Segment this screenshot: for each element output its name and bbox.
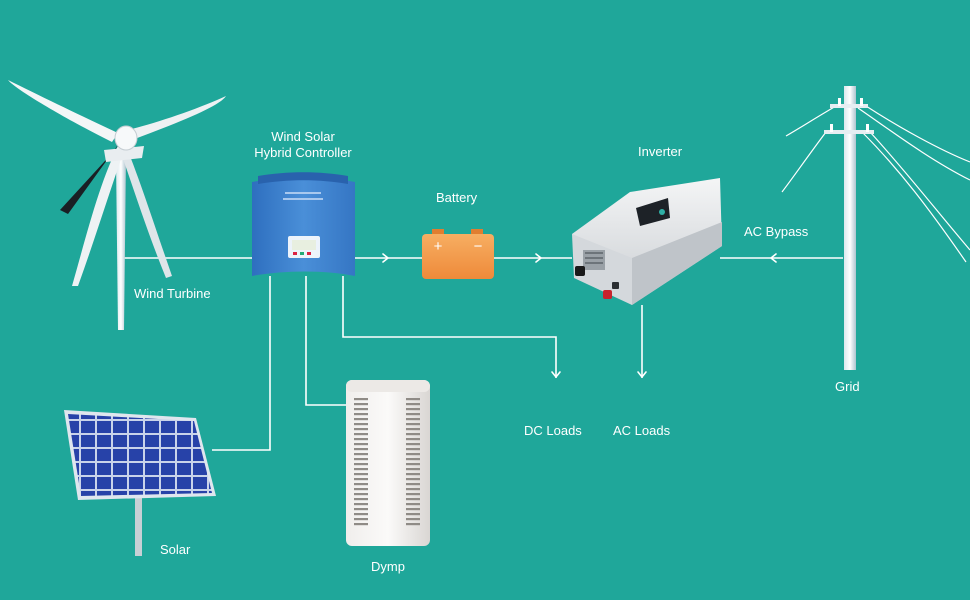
vent-slot (406, 418, 420, 421)
vent-slot (354, 473, 368, 476)
vent-slot (354, 438, 368, 441)
line-dc-loads (342, 276, 557, 378)
hybrid-controller-icon (252, 172, 355, 276)
dc-loads-label: DC Loads (524, 423, 582, 438)
dump-load-icon (346, 380, 430, 546)
flow-arrows (382, 253, 777, 379)
solar-label: Solar (160, 542, 191, 557)
arrow-right-2 (535, 253, 543, 263)
inverter-icon (572, 178, 722, 305)
grid-label: Grid (835, 379, 860, 394)
vent-slot (354, 498, 368, 501)
controller-label-line2: Hybrid Controller (254, 145, 352, 160)
grid-pole-icon (781, 86, 970, 370)
vent-slot (406, 423, 420, 426)
vent-slot (406, 433, 420, 436)
ac-bypass-label: AC Bypass (744, 224, 809, 239)
line-solar-controller (212, 276, 271, 451)
vent-slot (406, 463, 420, 466)
vent-slot (406, 523, 420, 526)
vent-slot (406, 398, 420, 401)
vent-slot (354, 413, 368, 416)
inverter-label: Inverter (638, 144, 683, 159)
vent-slot (406, 498, 420, 501)
battery-minus: − (474, 238, 483, 255)
vent-slot (406, 473, 420, 476)
vent-slot (354, 408, 368, 411)
wind-turbine-icon (8, 80, 226, 330)
vent-slot (406, 448, 420, 451)
vent-slot (354, 433, 368, 436)
vent-slot (354, 443, 368, 446)
connection-lines (122, 257, 843, 451)
vent-slot (354, 483, 368, 486)
vent-slot (354, 523, 368, 526)
vent-slot (406, 408, 420, 411)
vent-slot (406, 478, 420, 481)
vent-slot (354, 398, 368, 401)
line-dump-controller (305, 276, 356, 406)
vent-slot (406, 508, 420, 511)
solar-panel-icon (64, 410, 216, 556)
arrow-down-dc (551, 371, 561, 379)
vent-slot (406, 488, 420, 491)
vent-slot (406, 428, 420, 431)
vent-slot (354, 518, 368, 521)
vent-slot (406, 468, 420, 471)
battery-label: Battery (436, 190, 478, 205)
vent-slot (406, 403, 420, 406)
vent-slot (354, 403, 368, 406)
vent-slot (354, 488, 368, 491)
controller-label-line1: Wind Solar (271, 129, 335, 144)
vent-slot (406, 443, 420, 446)
vent-slot (406, 438, 420, 441)
vent-slot (406, 503, 420, 506)
controller-label: Wind Solar Hybrid Controller (236, 129, 370, 161)
vent-slots-left (354, 398, 368, 526)
vent-slot (354, 418, 368, 421)
arrow-right-1 (382, 253, 390, 263)
vent-slot (354, 478, 368, 481)
vent-slot (354, 458, 368, 461)
ac-loads-label: AC Loads (613, 423, 671, 438)
vent-slot (354, 428, 368, 431)
battery-plus: + (434, 238, 443, 255)
arrow-down-ac (637, 371, 647, 379)
vent-slot (354, 503, 368, 506)
arrow-left-grid (769, 253, 777, 263)
wind-turbine-label: Wind Turbine (134, 286, 211, 301)
vent-slot (406, 458, 420, 461)
vent-slot (354, 463, 368, 466)
vent-slot (354, 448, 368, 451)
vent-slot (406, 493, 420, 496)
vent-slot (354, 453, 368, 456)
vent-slots-right (406, 398, 420, 526)
vent-slot (354, 423, 368, 426)
vent-slot (354, 508, 368, 511)
vent-slot (406, 483, 420, 486)
battery-icon: + − (422, 229, 494, 279)
vent-slot (406, 513, 420, 516)
dump-label: Dymp (371, 559, 405, 574)
vent-slot (406, 453, 420, 456)
power-wires (781, 105, 970, 263)
vent-slot (406, 413, 420, 416)
vent-slot (354, 468, 368, 471)
vent-slot (354, 513, 368, 516)
vent-slot (354, 493, 368, 496)
vent-slot (406, 518, 420, 521)
